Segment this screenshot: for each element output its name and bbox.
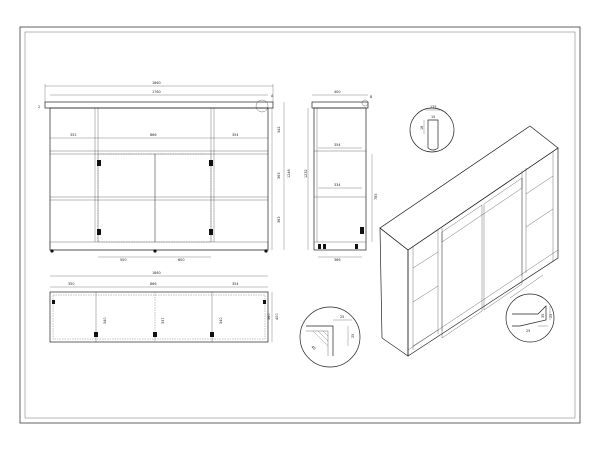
dim-height-top: 342 bbox=[277, 127, 281, 133]
dim-side-base: 366 bbox=[334, 258, 340, 262]
dim-section-center: 866 bbox=[150, 133, 156, 137]
plan-view: 1860 350 866 354 340 337 340 380 400 bbox=[49, 271, 279, 343]
detail-b-width: 135 bbox=[430, 105, 436, 109]
hinge-icon bbox=[94, 332, 98, 337]
detail-b-circle bbox=[409, 107, 455, 153]
detail-a-marker: A bbox=[271, 94, 274, 98]
dim-overall-height: 1246 bbox=[287, 169, 291, 178]
dim-top-thickness: 2 bbox=[38, 105, 40, 109]
detail-c-profile bbox=[512, 305, 547, 327]
hinge-icon bbox=[263, 300, 266, 304]
iso-front bbox=[407, 147, 559, 357]
hinge-icon bbox=[355, 244, 358, 249]
detail-b-marker: B bbox=[370, 95, 373, 99]
dim-inner-width: 1760 bbox=[152, 90, 161, 94]
detail-b-marker-circle bbox=[361, 99, 369, 107]
side-top-board bbox=[311, 101, 369, 109]
detail-c: 25 35 25 bbox=[505, 274, 555, 343]
plan-outline bbox=[49, 291, 269, 343]
detail-a: 25 25 40 bbox=[299, 306, 361, 368]
hinge-icon bbox=[209, 160, 213, 166]
hinge-icon bbox=[153, 332, 157, 337]
detail-c-h1: 35 bbox=[541, 314, 545, 318]
dim-overall-width: 1860 bbox=[152, 81, 161, 85]
dim-section-left: 352 bbox=[70, 133, 76, 137]
hinge-icon bbox=[97, 229, 101, 235]
hinge-icon bbox=[323, 244, 326, 249]
front-body bbox=[49, 107, 269, 251]
hinge-icon bbox=[97, 160, 101, 166]
detail-b: 135 15 18 bbox=[409, 105, 455, 153]
foot-icon bbox=[50, 249, 54, 253]
dim-side-inner-upper: 354 bbox=[334, 143, 340, 147]
detail-a-corner bbox=[306, 325, 334, 356]
dim-height-lower: 363 bbox=[277, 217, 281, 223]
detail-a-leg-height: 25 bbox=[351, 334, 355, 338]
detail-a-diagonal: 40 bbox=[310, 345, 316, 351]
dim-plan-center: 866 bbox=[150, 282, 156, 286]
hinge-icon bbox=[360, 227, 364, 234]
detail-a-circle bbox=[299, 306, 361, 368]
iso-door-right bbox=[483, 177, 523, 311]
iso-door-left bbox=[441, 204, 483, 339]
hinge-icon bbox=[209, 229, 213, 235]
side-body bbox=[313, 107, 367, 251]
isometric-view bbox=[379, 125, 559, 357]
hinge-icon bbox=[52, 300, 55, 304]
dim-section-right: 354 bbox=[232, 133, 238, 137]
dim-plan-depth-outer: 400 bbox=[275, 314, 279, 320]
front-view: A 1860 1760 2 352 866 354 342 363 363 12… bbox=[38, 81, 291, 262]
dim-door-left: 500 bbox=[120, 258, 126, 262]
dim-side-depth: 400 bbox=[334, 90, 340, 94]
dim-plan-overall: 1860 bbox=[152, 271, 161, 275]
detail-a-marker-circle bbox=[255, 99, 269, 113]
inner-border bbox=[24, 31, 576, 419]
dim-plan-inner-right: 340 bbox=[219, 318, 223, 324]
dim-door-right: 600 bbox=[178, 258, 184, 262]
detail-c-h2: 25 bbox=[549, 314, 553, 318]
dim-plan-inner-left: 340 bbox=[103, 318, 107, 324]
front-door-right bbox=[154, 153, 212, 243]
side-view: B 400 354 334 1232 785 366 bbox=[304, 90, 378, 262]
foot-icon bbox=[264, 249, 268, 253]
dim-plan-inner-center: 337 bbox=[161, 318, 165, 324]
outer-border bbox=[19, 26, 581, 424]
dim-height-middle: 363 bbox=[277, 173, 281, 179]
dim-side-inner-lower: 334 bbox=[334, 183, 340, 187]
dim-side-height-left: 1232 bbox=[304, 169, 308, 178]
front-plinth bbox=[49, 241, 269, 251]
detail-c-circle bbox=[505, 293, 555, 343]
detail-b-profile bbox=[427, 119, 439, 151]
front-door-left bbox=[97, 153, 156, 243]
detail-c-w: 25 bbox=[526, 329, 530, 333]
dim-plan-depth-inner: 380 bbox=[267, 314, 271, 320]
hinge-icon bbox=[210, 332, 214, 337]
dim-side-height-right: 785 bbox=[374, 194, 378, 200]
detail-b-depth: 18 bbox=[420, 126, 424, 130]
detail-b-height: 15 bbox=[431, 115, 435, 119]
front-top-board bbox=[44, 101, 274, 109]
dim-plan-right: 354 bbox=[232, 282, 238, 286]
hinge-icon bbox=[318, 244, 321, 249]
detail-a-leg-width: 25 bbox=[340, 315, 344, 319]
dim-plan-left: 350 bbox=[68, 282, 74, 286]
plan-inner bbox=[52, 294, 266, 340]
iso-top bbox=[379, 125, 559, 251]
iso-side bbox=[379, 227, 409, 357]
foot-icon bbox=[153, 249, 157, 253]
